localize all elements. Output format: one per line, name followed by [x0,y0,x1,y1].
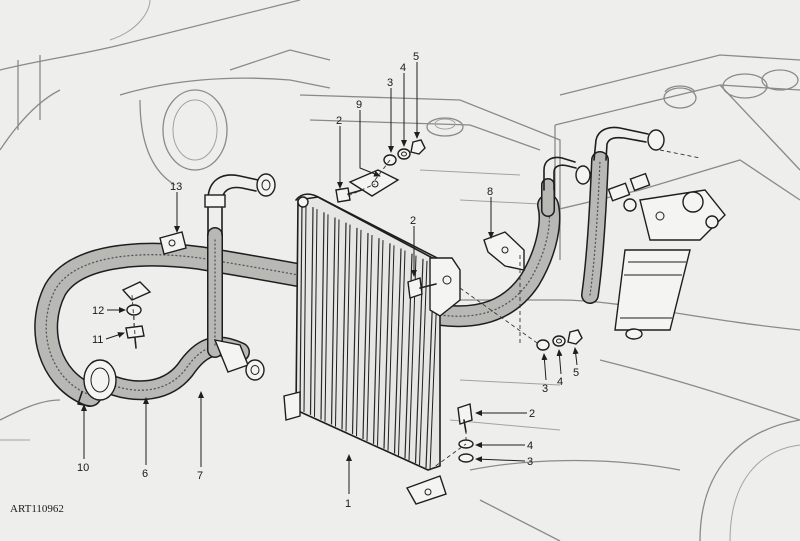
callout-3-top: 3 [387,77,393,89]
callout-12: 12 [92,305,104,317]
callout-8: 8 [487,186,493,198]
mounting-brackets [121,169,525,301]
callout-4-top: 4 [400,62,406,74]
callout-7: 7 [197,470,203,482]
art-reference-code: ART110962 [10,503,64,515]
cooler-fin-edge [324,214,329,422]
assembly-alignment-lines [131,149,701,471]
cooler-fin [362,232,369,440]
cooler-fin-edge [377,240,384,446]
cooler-fin [320,212,325,420]
cooler-fin [341,222,347,430]
cooler-fin-edge [398,250,406,456]
callout-labels: 1 2 2 2 3 3 3 4 4 4 5 5 6 7 8 9 10 11 12… [77,51,579,510]
callout-2-low: 2 [529,408,535,420]
callout-6: 6 [142,468,148,480]
callout-leaders [81,62,579,494]
callout-10: 10 [77,462,89,474]
callout-2-top: 2 [336,115,342,127]
callout-3-low: 3 [527,456,533,468]
oil-cooler-core [283,193,461,505]
cooler-fin-edge [356,229,362,437]
cooler-fin [351,227,358,435]
callout-13: 13 [170,181,182,193]
callout-3-right: 3 [542,383,548,395]
callout-5-top: 5 [413,51,419,63]
cooler-fin-edge [345,224,351,432]
cooler-fin [330,217,336,425]
cooler-fin-edge [387,245,395,451]
cooler-fin-edge [335,219,340,427]
fastener-hardware [125,139,583,463]
callout-5-right: 5 [573,367,579,379]
callout-4-right: 4 [557,376,563,388]
callout-4-low: 4 [527,440,533,452]
callout-9: 9 [356,99,362,111]
hose-fittings [77,126,665,407]
cooler-fin [372,238,380,444]
cooler-fin [393,248,402,454]
cooler-fin [299,201,303,411]
cooler-fin-edge [314,209,318,417]
cooler-fin [309,207,314,415]
callout-1: 1 [345,498,351,510]
cooler-fin-edge [366,234,373,442]
oil-filter-assembly [614,189,726,340]
callout-11: 11 [92,334,103,346]
cooler-fin-edge [419,260,428,466]
callout-2-mid: 2 [410,215,416,227]
cooler-fin [383,243,391,449]
cooler-fin-edge [303,203,307,413]
